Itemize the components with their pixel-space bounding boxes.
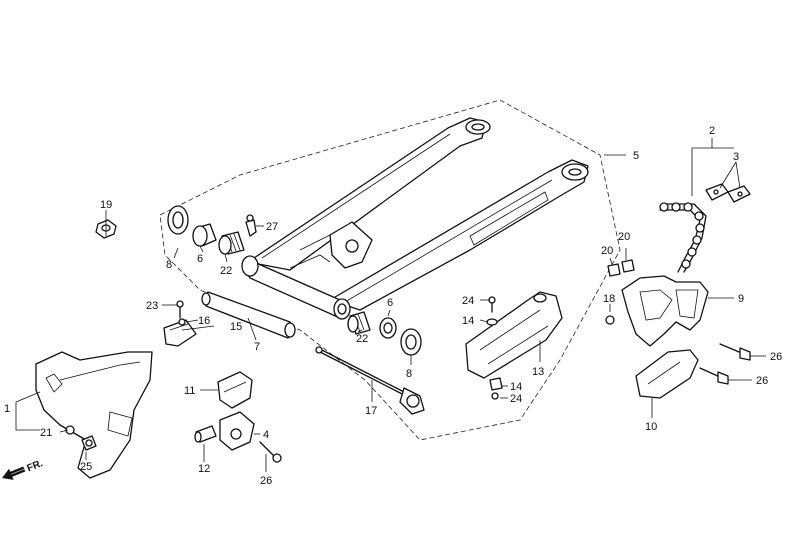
bracket-15 [163,318,197,347]
part-label-22-right: 22 [356,333,368,345]
chain-roller-11 [217,371,253,409]
bolt-18 [605,315,615,325]
part-label-19: 19 [100,199,112,211]
bolt-24-bottom [491,392,499,400]
part-label-27: 27 [266,221,278,233]
part-label-4: 4 [263,429,269,441]
part-label-14-top: 14 [462,315,474,327]
part-label-20-b: 20 [618,231,630,243]
bolt-26-upper [719,343,751,361]
part-label-7: 7 [254,341,260,353]
part-label-1: 1 [4,403,10,415]
bolt-23 [176,300,184,319]
part-label-12: 12 [198,463,210,475]
bolt-24-top [488,296,496,313]
assembly-outline [159,99,621,441]
part-label-15: 15 [230,321,242,333]
part-label-11: 11 [184,385,195,397]
bolt-26-roller [259,441,282,463]
part-label-23: 23 [146,300,158,312]
part-label-9: 9 [738,293,744,305]
part-label-26-upper: 26 [770,351,782,363]
part-label-24-top: 24 [462,295,474,307]
grease-fitting [245,214,257,237]
bolt-21 [65,425,75,435]
seal-left [167,205,189,235]
part-label-14-bottom: 14 [510,381,522,393]
part-label-13: 13 [532,366,544,378]
part-label-22-left: 22 [220,265,232,277]
seal-right [400,328,422,356]
part-label-21: 21 [40,427,52,439]
collar-left [192,223,217,247]
washer-14-bottom [489,377,503,391]
part-label-17: 17 [365,405,377,417]
chain-slider-13 [465,291,563,379]
drive-chain [659,202,707,273]
bolt-25 [81,435,97,451]
master-link [705,183,751,203]
part-labels: 1 2 3 4 5 6 6 7 8 8 9 10 11 12 13 14 14 … [4,125,782,487]
part-label-26-roller: 26 [260,475,272,487]
part-label-8-right: 8 [406,368,412,380]
part-label-2: 2 [709,125,715,137]
needle-bearing-left [218,231,245,255]
nut-20-a [607,263,621,277]
roller-bracket-4 [219,411,255,451]
chain-guide-slider-10 [635,349,699,399]
part-label-6-left: 6 [197,253,203,265]
chain-guide-9 [621,275,709,347]
part-label-16: 16 [198,315,210,327]
collar-right [379,317,397,339]
pivot-shaft [201,291,296,339]
part-label-3: 3 [733,151,739,163]
part-label-10: 10 [645,421,657,433]
pivot-bolt [315,346,425,415]
washer-14-top [486,318,498,326]
part-label-8-left: 8 [166,259,172,271]
leader-lines [15,138,766,472]
needle-bearing-right [347,311,371,335]
part-label-20-a: 20 [601,245,613,257]
collar-12 [194,425,217,443]
front-direction-marker: FR. [2,458,45,480]
nut-20-b [621,259,635,273]
part-label-24-bottom: 24 [510,393,522,405]
chain-guard-1 [35,351,153,479]
front-label: FR. [26,458,45,474]
part-label-5: 5 [633,150,639,162]
swing-arm [241,117,589,320]
bolt-26-lower [699,367,729,385]
part-label-6-right: 6 [387,297,393,309]
part-label-25: 25 [80,461,92,473]
part-label-18: 18 [603,293,615,305]
part-label-26-lower: 26 [756,375,768,387]
